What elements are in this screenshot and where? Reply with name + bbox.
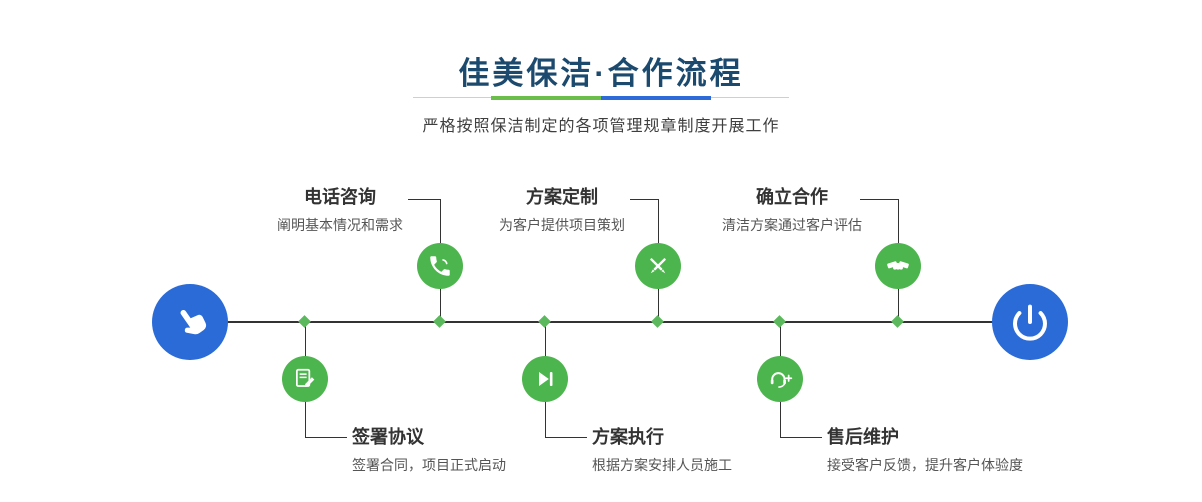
step-title: 方案执行 [592, 427, 664, 447]
end-node [992, 284, 1068, 360]
step-node-design [635, 243, 681, 289]
connector-horizontal [630, 199, 658, 200]
step-label-aftersales: 售后维护 接受客户反馈，提升客户体验度 [827, 426, 1023, 474]
connector-horizontal [305, 437, 347, 438]
step-desc: 为客户提供项目策划 [499, 217, 625, 233]
step-node-phone [417, 243, 463, 289]
step-label-contract: 签署协议 签署合同，项目正式启动 [352, 426, 506, 474]
junction-diamond [773, 315, 786, 328]
hand-pointer-icon [180, 309, 207, 335]
step-node-cooperate [875, 243, 921, 289]
step-desc: 接受客户反馈，提升客户体验度 [827, 457, 1023, 473]
step-desc: 签署合同，项目正式启动 [352, 457, 506, 473]
junction-diamond [651, 315, 664, 328]
handshake-icon [887, 261, 909, 270]
start-node [152, 284, 228, 360]
step-label-design: 方案定制 为客户提供项目策划 [482, 186, 642, 234]
connector-horizontal [545, 437, 587, 438]
junction-diamond [298, 315, 311, 328]
power-icon [1013, 304, 1047, 341]
title-divider [413, 96, 789, 100]
step-node-aftersales [757, 356, 803, 402]
step-title: 售后维护 [827, 427, 899, 447]
headset-support-icon [770, 372, 793, 388]
step-desc: 根据方案安排人员施工 [592, 457, 732, 473]
junction-diamond [891, 315, 904, 328]
junction-diamond [538, 315, 551, 328]
timeline-line [190, 321, 1030, 323]
step-node-execute [522, 356, 568, 402]
divider-blue-segment [601, 96, 711, 100]
design-tools-icon [650, 258, 666, 274]
step-desc: 清洁方案通过客户评估 [722, 217, 862, 233]
page-title: 佳美保洁·合作流程 [458, 56, 744, 91]
step-label-phone: 电话咨询 阐明基本情况和需求 [260, 186, 420, 234]
phone-icon [430, 256, 450, 276]
step-title: 确立合作 [756, 187, 828, 207]
connector-horizontal [408, 199, 440, 200]
divider-green-segment [491, 96, 601, 100]
step-desc: 阐明基本情况和需求 [277, 217, 403, 233]
connector-horizontal [780, 437, 822, 438]
step-node-contract [282, 356, 328, 402]
junction-diamond [433, 315, 446, 328]
step-title: 签署协议 [352, 427, 424, 447]
connector-horizontal [860, 199, 898, 200]
step-title: 电话咨询 [304, 187, 376, 207]
play-forward-icon [539, 371, 553, 387]
step-label-cooperate: 确立合作 清洁方案通过客户评估 [712, 186, 872, 234]
step-title: 方案定制 [526, 187, 598, 207]
step-label-execute: 方案执行 根据方案安排人员施工 [592, 426, 732, 474]
contract-sign-icon [296, 368, 315, 388]
page-subtitle: 严格按照保洁制定的各项管理规章制度开展工作 [422, 118, 780, 135]
